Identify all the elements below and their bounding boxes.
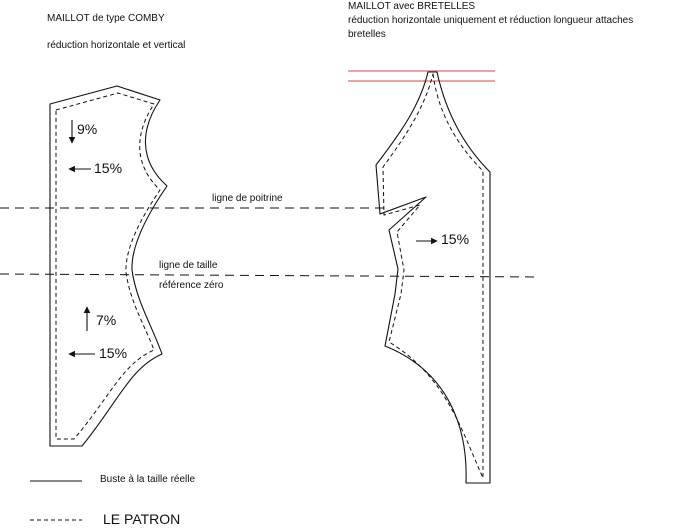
bust-line-label: ligne de poitrine xyxy=(212,193,283,204)
legend-dashed-label: LE PATRON xyxy=(103,511,180,527)
right-pattern-dashed xyxy=(382,73,484,479)
left-pattern-title: MAILLOT de type COMBY xyxy=(47,13,165,24)
left-top-horizontal-label: 15% xyxy=(94,160,122,176)
right-pattern-subtitle-line2: bretelles xyxy=(348,29,386,40)
waist-line-label: ligne de taille xyxy=(159,260,218,271)
left-top-vertical-label: 9% xyxy=(77,121,97,137)
left-bottom-horizontal-label: 15% xyxy=(99,345,127,361)
left-pattern-outline xyxy=(49,85,168,447)
right-pattern-title: MAILLOT avec BRETELLES xyxy=(348,1,475,12)
left-bottom-vertical-label: 7% xyxy=(96,312,116,328)
right-horizontal-label: 15% xyxy=(441,231,469,247)
legend-solid-label: Buste à la taille réelle xyxy=(100,474,195,485)
right-pattern-outline xyxy=(375,71,491,484)
left-pattern-dashed xyxy=(55,92,161,440)
waist-reference-label: référence zéro xyxy=(159,280,224,291)
waist-guide-line xyxy=(0,273,541,278)
right-pattern-subtitle-line1: réduction horizontale uniquement et rédu… xyxy=(348,15,633,26)
left-pattern-subtitle: réduction horizontale et vertical xyxy=(47,40,185,51)
